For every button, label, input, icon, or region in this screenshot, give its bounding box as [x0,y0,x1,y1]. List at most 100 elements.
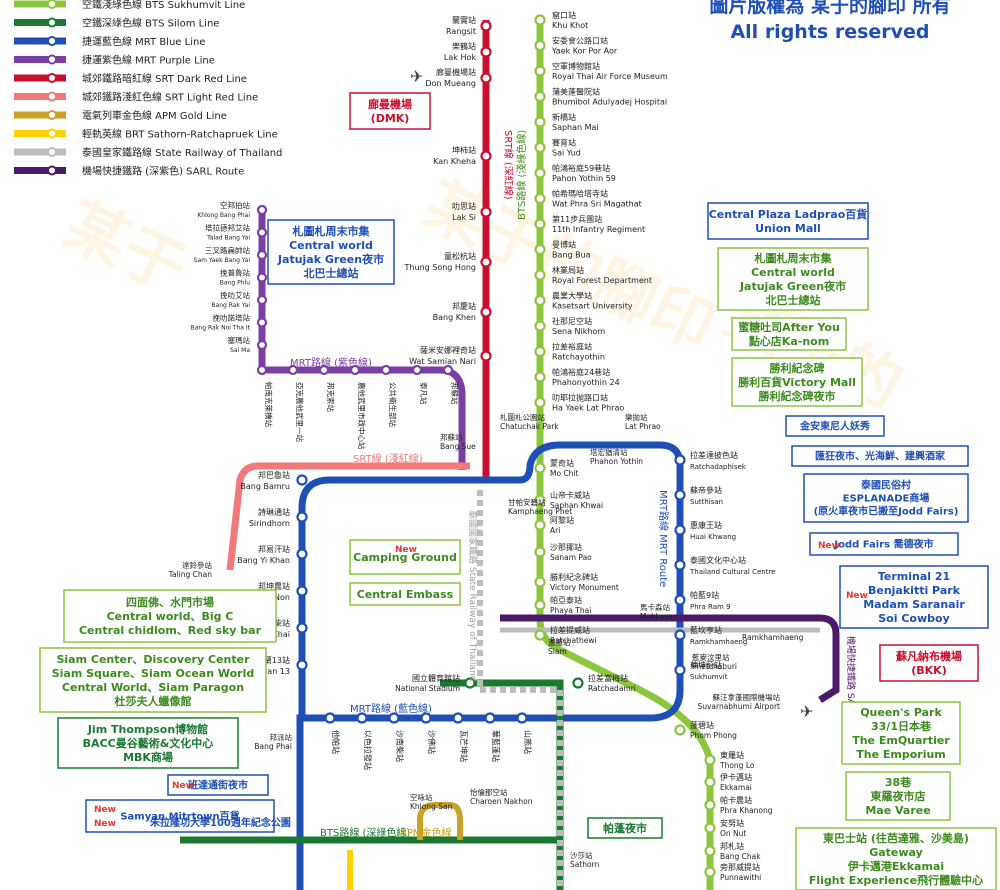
station-label-en: Pahon Yothin 59 [552,174,616,183]
station-dot [704,866,716,878]
station-label-en: Ratchadamri [588,684,636,693]
station-label-cn: 闊柴站 [266,618,290,628]
station-label-cn: 拉差達披色站 [690,450,738,460]
station-dot [534,243,546,256]
chatuchak-right-callout-line: 札圖札周末市集 [754,251,833,265]
airplane-icon: ✈ [410,67,423,86]
station-label-en: Khu Khot [552,21,588,30]
legend-dot [47,73,57,83]
station-label-cn: 邦慶站 [452,301,476,311]
station-label-cn: 安委會公路口站 [552,36,608,46]
samyan-new-badge: New [94,805,116,815]
station-label-en: Sanam Pao [550,553,592,562]
callout-box [795,827,997,890]
station-label-cn: 賽育站 [552,138,576,148]
station-dot [452,712,464,724]
station-label-cn: 三叉路扁帥站 [205,245,250,255]
station-label-en: Phra Khanong [720,806,773,815]
station-label-cn: 藍坎亨站 [690,625,722,635]
station-label-cn: 公共衛生部站 [388,382,398,427]
station-label-cn: 挽叻諾塔站 [213,313,251,323]
station-dot [464,677,476,689]
station-label-cn: 塞瑪站 [228,335,251,345]
station-label-cn: 窟口站 [552,10,576,20]
blue-line-label: MRT路線 (藍色線) [350,702,432,715]
legend-dot [47,0,57,9]
station-label-cn: 帕南克萊橋站 [264,382,274,427]
station-label-cn: 農他武里市政中心站 [357,382,367,450]
misc-label-charoen: 怡倫那空站 [470,787,508,797]
station-label-cn: 以色拉發站 [363,730,373,770]
station-dot [534,462,546,474]
station-dot [349,364,361,376]
station-label-en: Sutthisan [690,498,723,506]
erawan-callout-line: Central world、Big C [107,610,234,623]
patpong2-callout-line: 帕蓬夜市 [603,821,647,835]
afteryou-callout-line: 點心店Ka-nom [748,334,829,348]
station-label-cn: 農業大學站 [552,291,592,301]
station-label-en: Sam Yaek Bang Yai [194,257,251,264]
station-label-en: Talad Bang Yai [206,235,250,242]
station-label-cn: 坤柿站 [452,145,476,155]
station-dot [534,345,546,358]
station-label-cn: 他帕站 [331,730,341,754]
station-dot [411,364,423,376]
callout-box [267,219,395,285]
dmk-callout-line: (DMK) [371,112,410,125]
legend-dot [47,36,57,46]
station-label-en: Lak Si [452,213,476,222]
station-dot [674,594,686,606]
station-label-en: Bang Khen [433,313,476,322]
station-label-en: Mo Chit [550,469,579,478]
station-label-cn: 東羅站 [720,750,744,760]
misc-label-kamphaeng: 甘帕安碧站 [508,497,546,507]
soi38-callout-line: Mae Varee [865,804,930,817]
station-dot [534,294,546,307]
callout-box [879,644,979,682]
station-dot [296,622,308,634]
legend-dot [47,110,57,120]
copyright: 圖片版權為 某于的腳印 所有 All rights reserved [709,0,950,43]
sarl-line [500,614,840,703]
station-dot [534,629,546,641]
siam-callout-line: Siam Square、Siam Ocean World [52,667,255,680]
samyan-line2: 朱拉隆功大學100週年紀念公園 [150,816,291,829]
terminal21-callout-line: Soi Cowboy [878,612,949,625]
station-label-en: Ekkamai [720,783,752,792]
legend-dot [47,147,57,157]
misc-label-phahon: Phahon Yothin [590,457,643,466]
legend-dot [47,128,57,139]
station-label-cn: 挽叻艾站 [220,290,250,300]
ladprao-callout-line: Central Plaza Ladprao百貨 [709,207,868,221]
station-dot [256,317,268,328]
station-label-en: Lak Hok [444,53,476,62]
erawan-callout-line: Central chidlom、Red sky bar [79,624,262,637]
bbq-callout-line: 匯狂夜市、光海鮮、建興酒家 [815,450,946,463]
station-dot [480,206,492,218]
station-label-cn: 蒲美蓬醫院站 [552,87,600,97]
station-label-en: Bang Rak Yai [211,302,250,309]
station-label-cn: 新橋站 [552,112,576,122]
station-dot [572,677,584,689]
station-label-cn: 山燕站 [523,730,533,754]
station-dot [534,39,546,52]
srt-light-red-line [226,462,470,571]
misc-label-chatuchak-park: 札圖札公園站 [500,412,545,422]
gateway-callout-line: 東巴士站 (往芭達雅、沙美島) [823,831,969,845]
station-label-cn: 空軍博物館站 [552,61,600,71]
station-label-cn: 第11步兵團站 [552,214,602,224]
bkk-callout-line: 蘇凡納布機場 [895,649,962,663]
callout-box [349,92,431,130]
patpong2-callout: 帕蓬夜市 [587,817,663,839]
callout-box [39,647,267,713]
jim-callout-line: MBK商場 [123,750,173,764]
